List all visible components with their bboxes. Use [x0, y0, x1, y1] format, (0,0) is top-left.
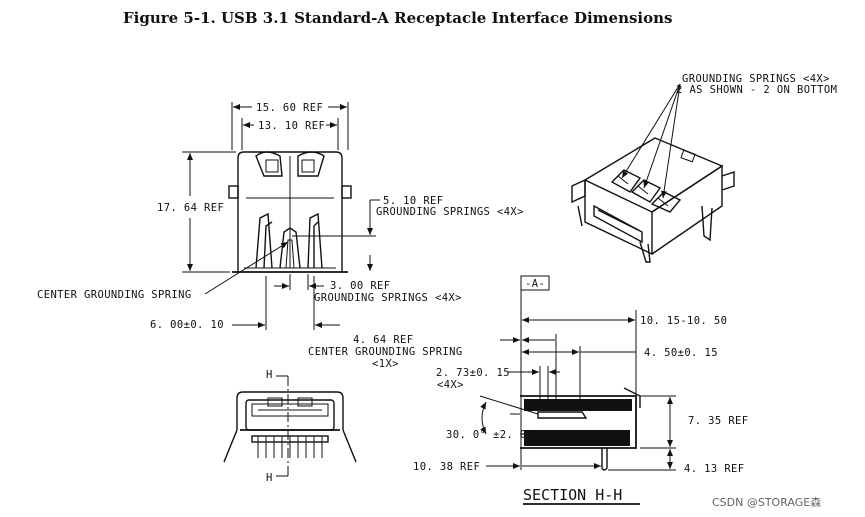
watermark: CSDN @STORAGE森: [712, 495, 821, 509]
dim-height-ref-label: 7. 35 REF: [688, 415, 749, 427]
dim-tail-ref: 4. 13 REF: [608, 449, 745, 475]
dim-spring-pos-label: 4. 50±0. 15: [644, 347, 718, 359]
iso-note-line1: GROUNDING SPRINGS <4X>: [682, 73, 830, 85]
dim-width-inner-label: 13. 10 REF: [258, 120, 325, 132]
dim-tail-ref-label: 4. 13 REF: [684, 463, 745, 475]
iso-note-line2: 2 AS SHOWN - 2 ON BOTTOM: [676, 84, 837, 96]
dim-center-spring-label: 4. 64 REF: [353, 334, 414, 346]
dim-width-inner: 13. 10 REF: [241, 118, 339, 150]
dim-center-spring-note2: <1X>: [372, 358, 399, 370]
iso-view-body: [571, 137, 735, 263]
dim-springs-offset-note: GROUNDING SPRINGS <4X>: [376, 206, 524, 218]
dim-springs-offset-label: 5. 10 REF: [383, 195, 444, 207]
datum-label: -A-: [525, 278, 545, 290]
center-spring-leader: CENTER GROUNDING SPRING: [37, 241, 289, 301]
dim-base-width-label: 6. 00±0. 10: [150, 319, 224, 331]
dim-angle-label: 30. 0° ±2. 0°: [446, 429, 533, 441]
dim-center-spring-note1: CENTER GROUNDING SPRING: [308, 346, 463, 358]
small-view-body: [223, 391, 357, 463]
dim-base-ref-label: 10. 38 REF: [413, 461, 480, 473]
dim-height-label: 17. 64 REF: [157, 202, 224, 214]
section-view: -A- 10. 15-10. 50 4. 64 REF CENTER GROUN…: [308, 275, 749, 505]
iso-view: GROUNDING SPRINGS <4X> 2 AS SHOWN - 2 ON…: [571, 73, 837, 263]
section-body: [510, 387, 641, 471]
dim-width-outer: 15. 60 REF: [231, 102, 349, 150]
dim-base-ref: 10. 38 REF: [413, 461, 601, 473]
dim-springs-spacing: 3. 00 REF GROUNDING SPRINGS <4X>: [274, 274, 462, 304]
dim-height: 17. 64 REF: [157, 151, 236, 273]
dim-springs-offset: 5. 10 REF GROUNDING SPRINGS <4X>: [292, 195, 524, 271]
section-mark-top: H: [266, 369, 273, 381]
dim-length-range-label: 10. 15-10. 50: [640, 315, 727, 327]
datum-box: [520, 275, 550, 291]
front-view-body: [228, 151, 352, 273]
dim-width-outer-label: 15. 60 REF: [256, 102, 323, 114]
small-view: H H: [223, 369, 357, 484]
dim-angle: 30. 0° ±2. 0°: [446, 395, 540, 441]
center-spring-label: CENTER GROUNDING SPRING: [37, 289, 192, 301]
dim-springs-spacing-note: GROUNDING SPRINGS <4X>: [314, 292, 462, 304]
section-mark-bottom: H: [266, 472, 273, 484]
dim-spring-width: 2. 73±0. 15 <4X>: [436, 366, 560, 400]
section-label: SECTION H-H: [523, 486, 622, 504]
dim-spring-width-count: <4X>: [437, 379, 464, 391]
dim-spring-width-label: 2. 73±0. 15: [436, 367, 510, 379]
dim-base-width: 6. 00±0. 10: [150, 276, 340, 331]
front-view: 15. 60 REF 13. 10 REF 17. 64 REF 5. 10 R…: [37, 102, 524, 331]
dim-spring-pos: 4. 50±0. 15: [522, 346, 718, 410]
dim-center-spring: 4. 64 REF CENTER GROUNDING SPRING <1X>: [308, 334, 557, 410]
dim-height-ref: 7. 35 REF: [640, 395, 749, 449]
dim-springs-spacing-label: 3. 00 REF: [330, 280, 391, 292]
figure-title: Figure 5-1. USB 3.1 Standard-A Receptacl…: [123, 9, 672, 27]
